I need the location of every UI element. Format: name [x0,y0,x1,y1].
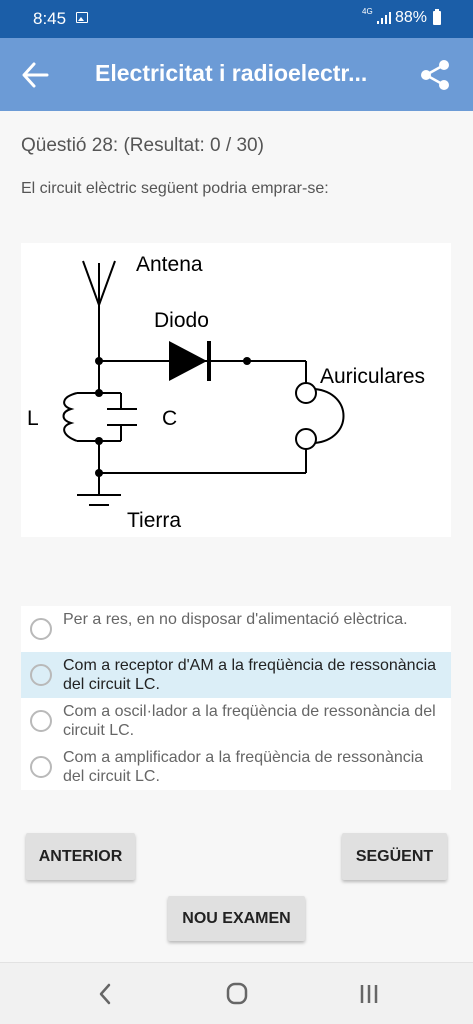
back-button[interactable] [20,60,52,90]
question-header: Qüestió 28: (Resultat: 0 / 30) [21,135,264,156]
junction-dot [243,357,251,365]
diode-label: Diodo [154,309,209,332]
home-circle-icon [226,982,248,1005]
question-text: El circuit elèctric següent podria empra… [21,180,329,197]
status-time: 8:45 [33,9,67,28]
nav-back-button[interactable] [90,981,120,1007]
junction-dot [95,437,103,445]
new-exam-button[interactable]: NOU EXAMEN [168,896,305,941]
circuit-diagram: Antena Diodo Auriculares L C Tierra [21,243,451,537]
nav-home-button[interactable] [222,981,252,1007]
answer-label: Com a oscil·lador a la freqüència de res… [63,703,436,739]
answer-list: Per a res, en no disposar d'alimentació … [21,606,451,790]
network-type: 4G [362,7,373,16]
antenna-right-arm [98,260,116,306]
next-button[interactable]: SEGÜENT [342,833,447,880]
share-icon [421,60,449,90]
answer-label: Per a res, en no disposar d'alimentació … [63,611,408,628]
inductor-label: L [27,407,39,430]
headphones-label: Auriculares [320,365,425,388]
status-bar: 8:45 4G 88% [0,0,473,38]
antenna-label: Antena [136,253,203,276]
answer-label: Com a receptor d'AM a la freqüència de r… [63,657,437,693]
nav-recents-button[interactable] [354,981,384,1007]
recents-icon [360,985,378,1003]
circuit-svg: Antena Diodo Auriculares L C Tierra [27,253,425,532]
headphone-lower-coil [295,428,317,450]
answer-option-3[interactable]: Com a oscil·lador a la freqüència de res… [21,698,451,744]
radio-button[interactable] [30,664,52,686]
headphone-upper-coil [295,382,317,404]
previous-button[interactable]: ANTERIOR [26,833,135,880]
answer-option-4[interactable]: Com a amplificador a la freqüència de re… [21,744,451,790]
radio-button[interactable] [30,710,52,732]
radio-button[interactable] [30,756,52,778]
battery-icon [433,9,441,25]
signal-icon [377,12,391,24]
capacitor-label: C [162,407,177,430]
answer-option-2[interactable]: Com a receptor d'AM a la freqüència de r… [21,652,451,698]
chevron-left-icon [99,983,111,1005]
app-title: Electricitat i radioelectr... [95,60,368,86]
answer-option-1[interactable]: Per a res, en no disposar d'alimentació … [21,606,451,652]
arrow-left-icon [22,62,49,88]
battery-level: 88% [395,9,428,26]
antenna-left-arm [82,260,100,306]
answer-label: Com a amplificador a la freqüència de re… [63,749,424,785]
headphone-band [314,388,345,444]
junction-dot [95,357,103,365]
system-nav-bar [0,962,473,1024]
image-notification-icon [76,12,88,23]
radio-button[interactable] [30,618,52,640]
inductor-coil [62,392,78,442]
junction-dot [95,389,103,397]
junction-dot [95,469,103,477]
ground-label: Tierra [127,509,181,532]
app-bar: Electricitat i radioelectr... [0,38,473,111]
diode-triangle [169,341,207,381]
share-button[interactable] [418,58,452,92]
